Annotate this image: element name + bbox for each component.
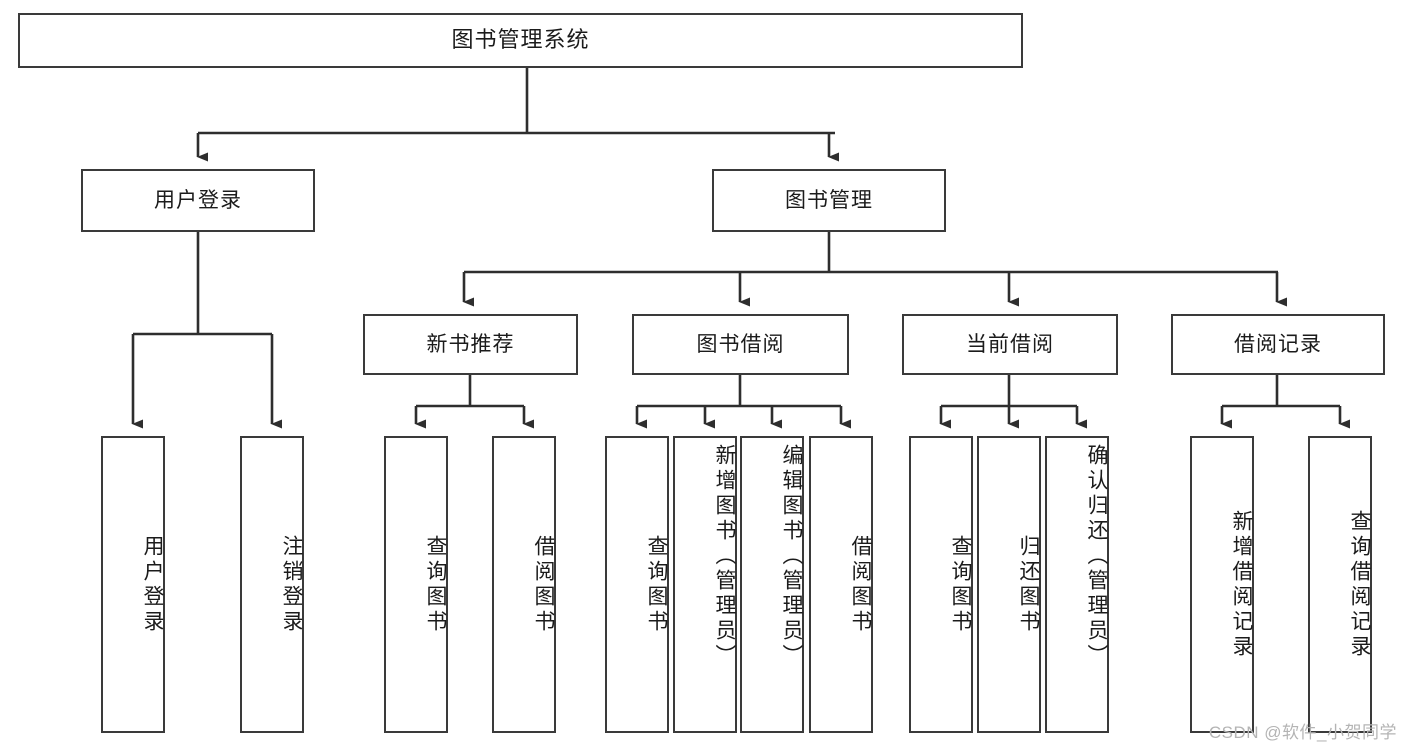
- node-label: 借阅记录: [1234, 332, 1322, 356]
- node-label: 借阅图书: [532, 534, 555, 635]
- node-label: 编辑图书（管理员）: [780, 444, 803, 669]
- node-book-borrow[interactable]: 图书借阅: [632, 314, 849, 375]
- node-label: 图书借阅: [696, 332, 785, 356]
- leaf-confirm-return-admin[interactable]: 确认归还（管理员）: [1045, 436, 1109, 733]
- node-user-login[interactable]: 用户登录: [81, 169, 315, 232]
- leaf-logout-login[interactable]: 注销登录: [240, 436, 304, 733]
- node-current-borrow[interactable]: 当前借阅: [902, 314, 1118, 375]
- node-label: 图书管理系统: [451, 27, 590, 53]
- leaf-query-books-current[interactable]: 查询图书: [909, 436, 973, 733]
- leaf-return-books[interactable]: 归还图书: [977, 436, 1041, 733]
- leaf-borrow-books[interactable]: 借阅图书: [809, 436, 873, 733]
- node-label: 查询图书: [424, 534, 447, 635]
- node-label: 用户登录: [154, 188, 242, 212]
- node-label: 确认归还（管理员）: [1085, 444, 1108, 669]
- node-label: 当前借阅: [966, 332, 1054, 356]
- node-label: 图书管理: [785, 188, 873, 212]
- node-borrow-record[interactable]: 借阅记录: [1171, 314, 1385, 375]
- node-label: 查询借阅记录: [1348, 509, 1371, 660]
- node-label: 归还图书: [1017, 534, 1040, 635]
- node-root-book-management-system[interactable]: 图书管理系统: [18, 13, 1023, 68]
- leaf-user-login[interactable]: 用户登录: [101, 436, 165, 733]
- node-label: 借阅图书: [849, 534, 872, 635]
- node-new-book-recommend[interactable]: 新书推荐: [363, 314, 578, 375]
- node-label: 新书推荐: [426, 332, 515, 356]
- node-label: 用户登录: [141, 534, 164, 635]
- leaf-borrow-books-recommend[interactable]: 借阅图书: [492, 436, 556, 733]
- node-book-management[interactable]: 图书管理: [712, 169, 946, 232]
- node-label: 注销登录: [280, 534, 303, 635]
- leaf-query-books-borrow[interactable]: 查询图书: [605, 436, 669, 733]
- watermark-text: CSDN @软件_小贺同学: [1208, 723, 1397, 742]
- leaf-add-book-admin[interactable]: 新增图书（管理员）: [673, 436, 737, 733]
- node-label: 查询图书: [949, 534, 972, 635]
- node-label: 查询图书: [645, 534, 668, 635]
- leaf-edit-book-admin[interactable]: 编辑图书（管理员）: [740, 436, 804, 733]
- leaf-query-books-recommend[interactable]: 查询图书: [384, 436, 448, 733]
- leaf-query-borrow-record[interactable]: 查询借阅记录: [1308, 436, 1372, 733]
- node-label: 新增借阅记录: [1230, 509, 1253, 660]
- node-label: 新增图书（管理员）: [713, 444, 736, 669]
- leaf-add-borrow-record[interactable]: 新增借阅记录: [1190, 436, 1254, 733]
